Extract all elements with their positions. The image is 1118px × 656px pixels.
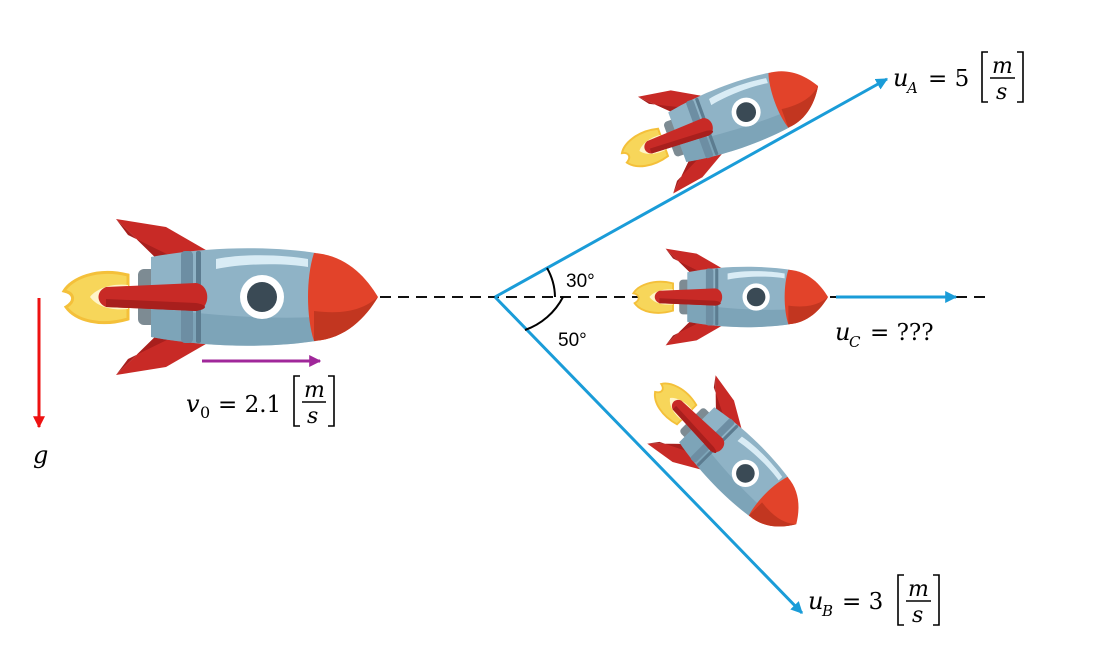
gravity-label: g [33,441,48,469]
svg-text:B: B [821,602,833,620]
rocket-icon [604,36,837,207]
svg-text:C: C [849,333,861,351]
rocket-icon [632,247,829,347]
svg-text:A: A [905,79,918,97]
svg-text:= 2.1: = 2.1 [218,392,281,418]
angle-label-upper: 30° [566,271,595,292]
svg-text:= 5: = 5 [928,66,969,92]
svg-text:m: m [304,378,325,403]
svg-text:= ???: = ??? [870,320,934,346]
unit-bracket: m s [293,375,335,429]
svg-text:m: m [992,54,1013,79]
angle-label-lower: 50° [558,330,587,351]
rocket-icon [623,351,832,560]
angle-arc-lower [524,296,564,331]
fragment-c-velocity-label: u C = ??? [835,318,934,351]
svg-text:0: 0 [200,403,210,422]
fragment-a-velocity-label: u A = 5 m s [893,51,1024,105]
svg-text:v: v [186,390,200,418]
svg-text:u: u [893,64,908,92]
svg-text:u: u [835,318,850,346]
rocket-icon [62,217,380,377]
velocity-vector-a [494,77,889,299]
svg-text:s: s [307,404,318,429]
svg-text:s: s [912,603,923,628]
angle-arc-upper [546,267,556,298]
svg-text:m: m [908,577,929,602]
svg-text:= 3: = 3 [842,589,883,615]
fragment-b-velocity-label: u B = 3 m s [808,574,940,628]
velocity-vector-b [493,295,804,615]
initial-velocity-label: v 0 = 2.1 m s [186,375,335,429]
svg-text:s: s [996,80,1007,105]
svg-text:u: u [808,587,823,615]
